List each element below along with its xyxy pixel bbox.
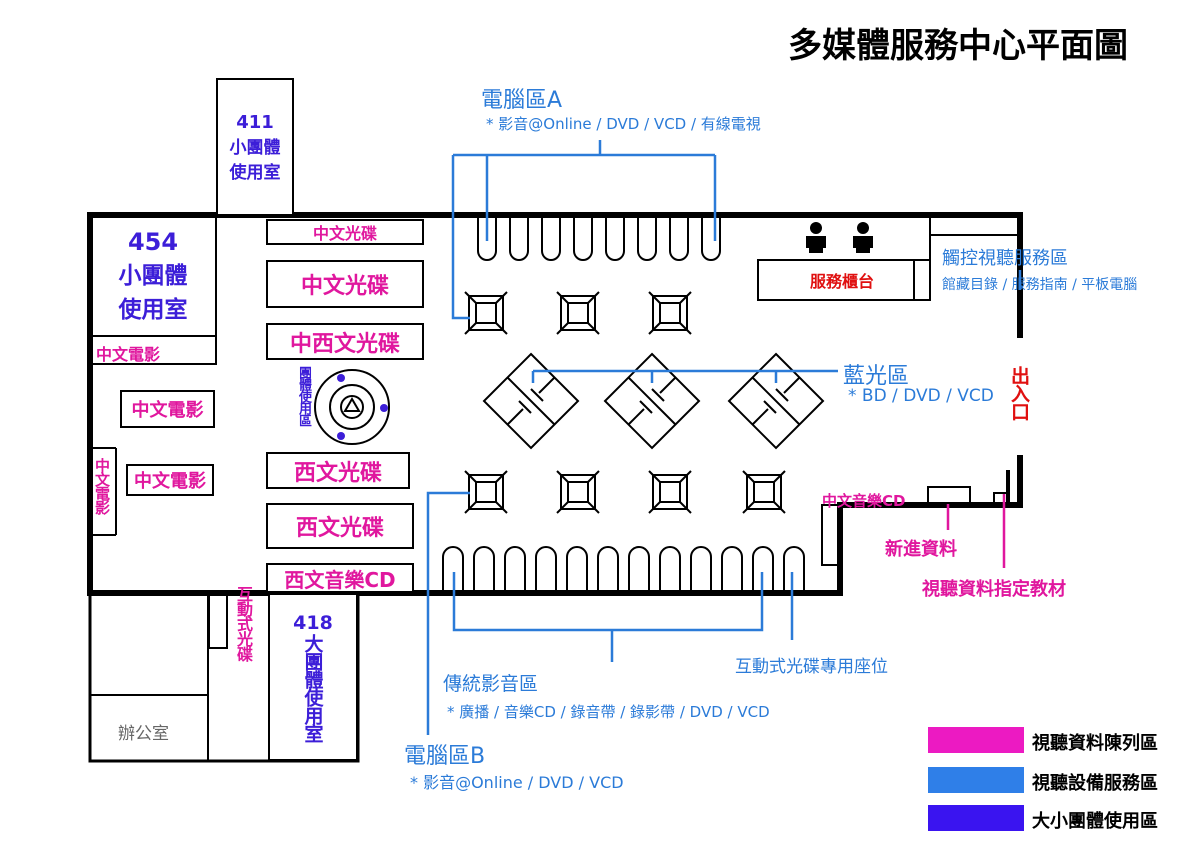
traditional-seats <box>442 546 805 591</box>
bluray-desc: * BD / DVD / VCD <box>848 386 994 406</box>
service-counter <box>757 259 931 301</box>
course-materials-shelf <box>993 492 1009 504</box>
bluray-title: 藍光區 <box>843 364 910 389</box>
room-418: 418 大團體使用室 <box>268 593 358 761</box>
room-418-number: 418 <box>293 612 333 634</box>
cn-movie-shelf-3: 中文電影 <box>126 464 214 496</box>
west-music-cd-shelf: 西文音樂CD <box>266 563 414 593</box>
cn-disc-shelf: 中文光碟 <box>266 260 424 308</box>
legend-swatch-display <box>928 727 1024 753</box>
computer-a-title: 電腦區A <box>481 88 563 113</box>
traditional-title: 傳統影音區 <box>443 673 539 695</box>
legend-swatch-group <box>928 805 1024 831</box>
legend-label-display: 視聽資料陳列區 <box>1032 733 1158 754</box>
group-area-circle <box>314 369 390 445</box>
exit-label: 出入口 <box>1008 366 1030 420</box>
new-items-shelf <box>927 486 971 504</box>
touch-service-desc: 館藏目錄 / 服務指南 / 平板電腦 <box>942 277 1138 293</box>
traditional-desc: * 廣播 / 音樂CD / 錄音帶 / 錄影帶 / DVD / VCD <box>447 703 770 721</box>
computer-a-seats <box>477 217 721 261</box>
computer-b-desc: * 影音@Online / DVD / VCD <box>410 773 624 792</box>
bluray-stations <box>482 352 825 450</box>
legend-label-group: 大小團體使用區 <box>1032 811 1158 832</box>
legend: 視聽資料陳列區 視聽設備服務區 大小團體使用區 <box>928 727 1178 837</box>
room-454-number: 454 <box>127 227 179 256</box>
cn-music-cd-label: 中文音樂CD <box>822 492 906 510</box>
computer-a-leader <box>451 140 717 320</box>
traditional-leader <box>452 572 764 662</box>
computer-a-desc: * 影音@Online / DVD / VCD / 有線電視 <box>486 115 761 133</box>
touch-service-title: 觸控視聽服務區 <box>942 248 1068 269</box>
cn-movie-vertical-label: 中文電影 <box>93 458 111 514</box>
room-454: 454 小團體 使用室 <box>92 217 214 334</box>
interactive-disc-vertical-label: 互動式光碟 <box>234 586 253 661</box>
interactive-seats-label: 互動式光碟專用座位 <box>735 657 888 677</box>
interactive-disc-shelf <box>208 593 228 649</box>
west-disc-shelf-2: 西文光碟 <box>266 503 414 549</box>
new-items-label: 新進資料 <box>885 539 957 560</box>
kiosk-stations <box>464 291 786 514</box>
room-411: 411 小團體 使用室 <box>216 78 294 216</box>
office-label: 辦公室 <box>118 724 169 744</box>
computer-b-title: 電腦區B <box>404 744 486 769</box>
cn-west-disc-shelf: 中西文光碟 <box>266 323 424 360</box>
outer-wall <box>87 212 1023 596</box>
group-area-label: 團體使用區 <box>296 366 311 426</box>
staff-person-icon <box>806 222 873 253</box>
room-454-name: 小團體 <box>118 262 188 289</box>
cn-movie-label-1: 中文電影 <box>96 345 161 364</box>
bluray-leader <box>531 369 838 383</box>
room-418-name: 大團體使用室 <box>301 634 324 742</box>
legend-swatch-equipment <box>928 767 1024 793</box>
service-counter-label: 服務櫃台 <box>810 272 875 291</box>
page-title: 多媒體服務中心平面圖 <box>788 26 1128 66</box>
room-411-name2: 使用室 <box>229 162 281 183</box>
room-454-name2: 使用室 <box>118 296 188 323</box>
group-seat-dots <box>337 374 388 440</box>
room-411-name: 小團體 <box>229 137 281 158</box>
room-411-number: 411 <box>236 111 274 133</box>
course-materials-label: 視聽資料指定教材 <box>922 579 1066 600</box>
west-disc-shelf-1: 西文光碟 <box>266 452 410 489</box>
cn-movie-shelf-2: 中文電影 <box>120 390 215 428</box>
computer-b-leader <box>426 491 470 735</box>
cn-disc-shelf-small: 中文光碟 <box>266 219 424 245</box>
legend-label-equipment: 視聽設備服務區 <box>1032 773 1158 794</box>
